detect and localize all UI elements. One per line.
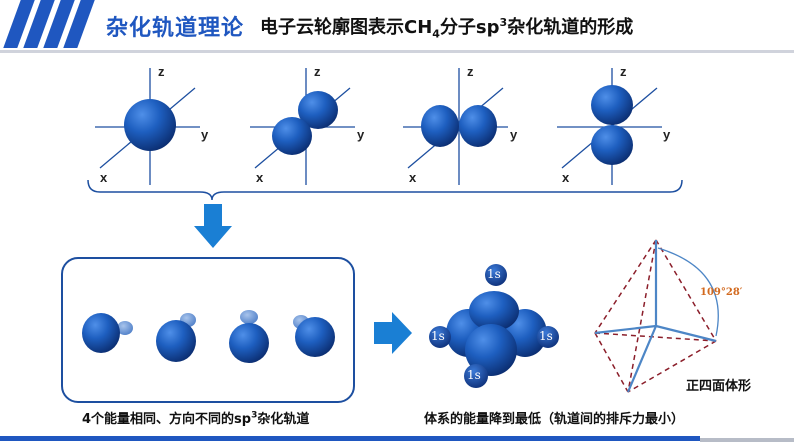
axis-label-z: z [158,64,165,79]
caption-tetrahedral: 正四面体形 [686,379,752,394]
axis-label-x: x [100,170,108,185]
axis-label-x: x [562,170,570,185]
axis-label-y: y [201,127,209,142]
page-title: 杂化轨道理论 [106,16,245,41]
pz-orbital-lobe [591,85,633,125]
brace [87,179,683,201]
py-orbital-lobe [459,105,497,147]
py-orbital-lobe [421,105,459,147]
bond-angle-label: 109°28′ [700,287,743,298]
caption-lowest-energy: 体系的能量降到最低（轨道间的排斥力最小） [424,412,685,427]
axis-label-y: y [510,127,518,142]
sp3-orbitals-box [61,257,355,403]
axis-label-y: y [357,127,365,142]
tetrahedron [594,239,719,393]
axis-label-x: x [256,170,264,185]
right-arrow-icon [374,312,412,354]
axis-label-x: x [409,170,417,185]
orbital-label-1s: 1s [539,329,553,343]
axis-label-z: z [314,64,321,79]
sp3-orbital [156,313,196,362]
footer-bar [0,436,794,442]
page-subtitle: 电子云轮廓图表示CH4分子sp3杂化轨道的形成 [260,16,634,41]
axis-label-y: y [663,127,671,142]
orbital-label-1s: 1s [487,267,501,281]
axis-label-z: z [620,64,627,79]
down-arrow-icon [194,204,232,248]
px-orbital-lobe [272,117,312,155]
px-orbital-lobe [298,91,338,129]
header-bar: 杂化轨道理论 电子云轮廓图表示CH4分子sp3杂化轨道的形成 [0,0,794,53]
axis-label-z: z [467,64,474,79]
caption-sp3-orbitals: 4个能量相同、方向不同的sp3杂化轨道 [82,410,310,427]
sp3-orbital [229,310,269,363]
orbital-label-1s: 1s [431,329,445,343]
ch4-orbital-cluster [429,264,559,388]
sp3-orbital [82,313,133,353]
s-orbital [124,99,176,151]
pz-orbital-lobe [591,125,633,165]
orbital-label-1s: 1s [467,368,481,382]
sp3-orbital [293,315,335,357]
